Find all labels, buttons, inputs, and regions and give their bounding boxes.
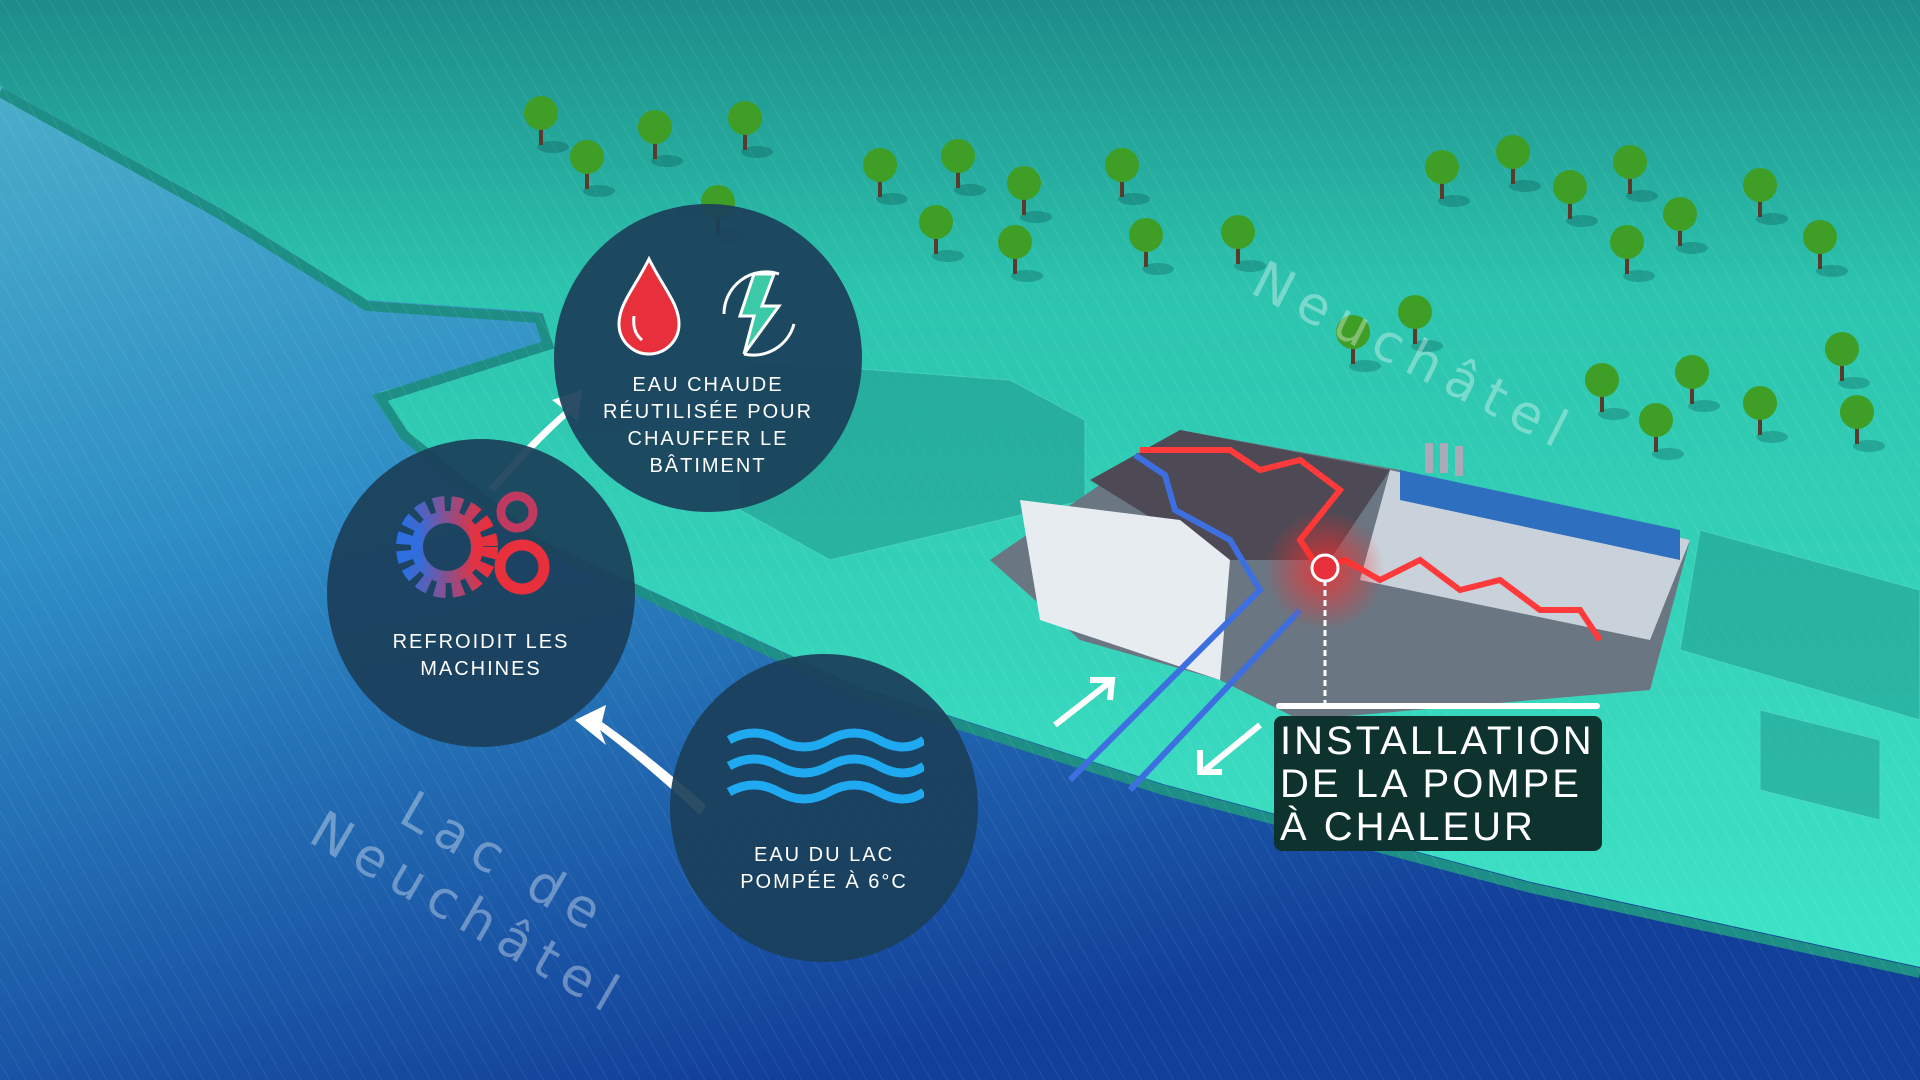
energy-recycle-icon: [722, 270, 796, 357]
water-drop-icon: [617, 255, 681, 356]
tree-icon: [1007, 166, 1052, 223]
tree-icon: [1743, 386, 1788, 443]
tree-icon: [863, 148, 908, 205]
tree-icon: [1610, 225, 1655, 282]
tree-icon: [1840, 395, 1885, 452]
tree-icon: [728, 101, 773, 158]
tree-icon: [1129, 218, 1174, 275]
cold-pipe: [1127, 607, 1303, 793]
cold-pipe: [1067, 452, 1264, 783]
tree-icon: [524, 96, 569, 153]
tree-icon: [1663, 197, 1708, 254]
flow-arrow: [1197, 722, 1262, 775]
tree-icon: [1105, 148, 1150, 205]
tree-icon: [1803, 220, 1848, 277]
tree-icon: [941, 139, 986, 196]
tree-icon: [1675, 355, 1720, 412]
tree-icon: [638, 110, 683, 167]
tree-icon: [1553, 170, 1598, 227]
tree-icon: [998, 225, 1043, 282]
tree-icon: [1613, 145, 1658, 202]
heat-pump-marker: [1310, 553, 1340, 583]
factory-building: [990, 430, 1690, 793]
trees: [524, 96, 1885, 460]
tree-icon: [1221, 215, 1266, 272]
gears-icon: [396, 491, 550, 598]
tree-icon: [1585, 363, 1630, 420]
flow-arrow: [1053, 677, 1116, 728]
tree-icon: [1425, 150, 1470, 207]
waves-icon: [726, 728, 924, 804]
tree-icon: [570, 140, 615, 197]
tree-icon: [1639, 403, 1684, 460]
tree-icon: [919, 205, 964, 262]
tree-icon: [1825, 332, 1870, 389]
tree-icon: [1336, 315, 1381, 372]
tree-icon: [1398, 295, 1443, 352]
tree-icon: [1496, 135, 1541, 192]
tree-icon: [1743, 168, 1788, 225]
